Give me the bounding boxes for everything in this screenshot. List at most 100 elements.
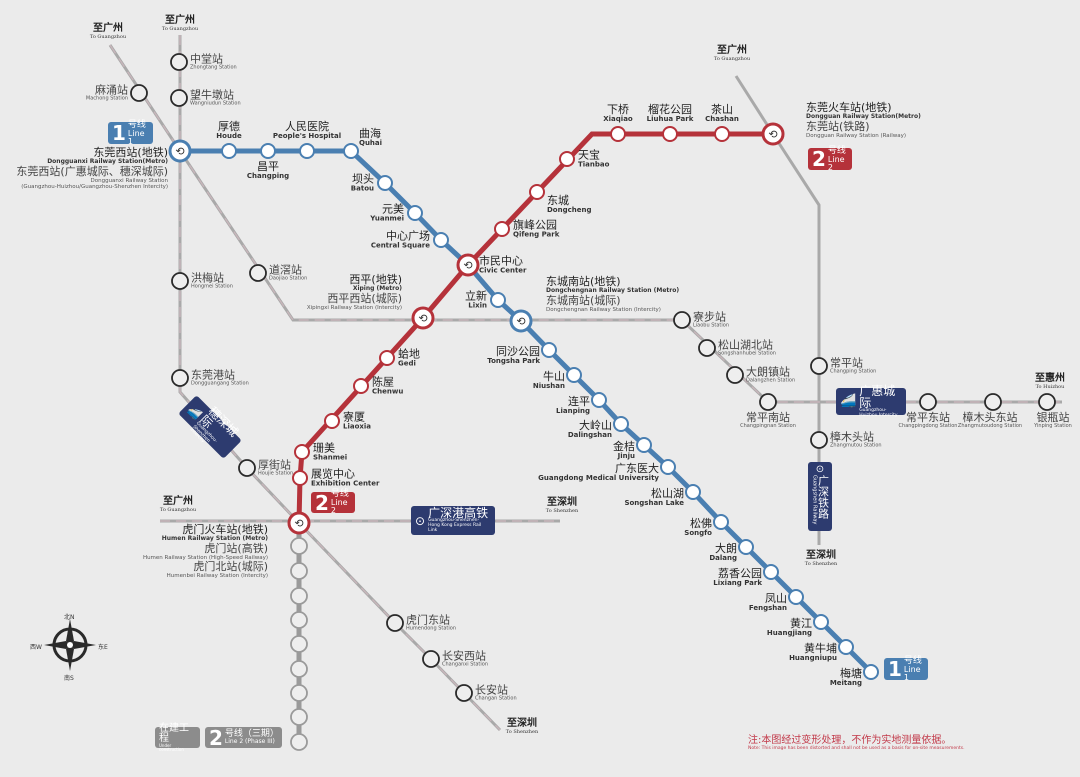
rail-station-dot[interactable] — [984, 393, 1002, 411]
interchange-dongguanxi[interactable]: ⟲ — [168, 139, 192, 163]
line1-station-dot[interactable] — [566, 367, 582, 383]
line2-station-dot[interactable] — [294, 444, 310, 460]
line2-station-dot[interactable] — [559, 151, 575, 167]
rail-station-dot[interactable] — [171, 272, 189, 290]
station-name-zh: 东莞港站 — [191, 368, 235, 382]
interchange-dongguan[interactable]: ⟲ — [761, 122, 785, 146]
rail-station-dot[interactable] — [422, 650, 440, 668]
line1-station-dot[interactable] — [713, 514, 729, 530]
rail-station-dot[interactable] — [130, 84, 148, 102]
station-name-zh: 常平南站 — [746, 411, 790, 424]
line2-station-dot[interactable] — [662, 126, 678, 142]
rail-station-dot[interactable] — [249, 264, 267, 282]
interchange-dongchengnan[interactable]: ⟲ — [509, 309, 533, 333]
line1-station-dot[interactable] — [863, 664, 879, 680]
interchange-humen[interactable]: ⟲ — [287, 511, 311, 535]
station-name-en: People's Hospital — [272, 131, 342, 140]
line1-station-dot[interactable] — [591, 392, 607, 408]
line1-station-dot[interactable] — [377, 175, 393, 191]
line1-station-dot[interactable] — [738, 539, 754, 555]
line1-station-dot[interactable] — [838, 639, 854, 655]
line2-station-dot[interactable] — [714, 126, 730, 142]
rail-station-dot[interactable] — [919, 393, 937, 411]
ix-en: Humen Railway Station (High-Speed Railwa… — [142, 554, 268, 561]
direction-en: To Shenzhen — [804, 560, 838, 567]
rail-station-dot[interactable] — [726, 366, 744, 384]
station-name-zh: 东城 — [547, 194, 569, 207]
line1-station-dot[interactable] — [299, 143, 315, 159]
line1-station-dot[interactable] — [343, 143, 359, 159]
line2-station-dot[interactable] — [292, 470, 308, 486]
line1-station-dot[interactable] — [763, 564, 779, 580]
line1-station-dot[interactable] — [407, 205, 423, 221]
line2-phase3-station-dot — [290, 611, 308, 629]
interchange-civic-center[interactable]: ⟲ — [456, 253, 480, 277]
rail-station-dot[interactable] — [810, 431, 828, 449]
rail-station-dot[interactable] — [170, 89, 188, 107]
station-name-zh: 梅塘 — [840, 667, 862, 680]
line2-station-dot[interactable] — [353, 378, 369, 394]
station-name-en: Shanmei — [313, 453, 348, 462]
rail-station-dot[interactable] — [810, 357, 828, 375]
station-name-en: Songshanhubei Station — [718, 350, 776, 357]
line1-station-dot[interactable] — [433, 232, 449, 248]
badge-en: Guangzhou-Huizhou Intercity — [859, 407, 898, 418]
line1-station-dot[interactable] — [260, 143, 276, 159]
rail-station-dot[interactable] — [673, 311, 691, 329]
line1-station-dot[interactable] — [788, 589, 804, 605]
rail-station-dot[interactable] — [698, 339, 716, 357]
station-name-en: Daojiao Station — [269, 275, 308, 282]
line1-station-dot[interactable] — [685, 484, 701, 500]
line1-station-dot[interactable] — [636, 437, 652, 453]
station-name-zh: 牛山 — [543, 370, 565, 383]
rail-station-dot[interactable] — [386, 614, 404, 632]
rail-station-dot[interactable] — [171, 369, 189, 387]
interchange-xiping[interactable]: ⟲ — [411, 306, 435, 330]
rail-station-dot[interactable] — [759, 393, 777, 411]
line2-station-dot[interactable] — [529, 184, 545, 200]
line1-station-dot[interactable] — [221, 143, 237, 159]
station-name-zh: 黄江 — [790, 617, 812, 630]
line2-station-dot[interactable] — [494, 221, 510, 237]
rail-station-dot[interactable] — [238, 459, 256, 477]
guangshen-railway-badge[interactable]: ⊙ Guangshen Railway 广深铁路 — [808, 462, 832, 531]
station-name-en: Houde — [216, 131, 242, 140]
line2-station-dot[interactable] — [324, 413, 340, 429]
ix-zh: 东莞火车站(地铁) — [806, 101, 892, 114]
rail-station-dot[interactable] — [455, 684, 473, 702]
line2-station-dot[interactable] — [379, 350, 395, 366]
rail-station-dot[interactable] — [170, 53, 188, 71]
badge-en: Guangzhou-Shenzhen-Hong Kong Express Rai… — [428, 518, 482, 533]
station-name-en: Civic Center — [479, 266, 527, 275]
badge-zh: 广惠城际 — [859, 383, 896, 410]
line1-station-dot[interactable] — [660, 459, 676, 475]
direction-zh: 至广州 — [165, 15, 195, 26]
line1-station-dot[interactable] — [541, 342, 557, 358]
line1-station-dot[interactable] — [490, 292, 506, 308]
line1-station-dot[interactable] — [613, 416, 629, 432]
rail-station-dot[interactable] — [1038, 393, 1056, 411]
line1-station-dot[interactable] — [813, 614, 829, 630]
station-name-en: Batou — [350, 184, 374, 193]
station-name-zh: 茶山 — [710, 103, 733, 117]
line2-station-dot[interactable] — [610, 126, 626, 142]
